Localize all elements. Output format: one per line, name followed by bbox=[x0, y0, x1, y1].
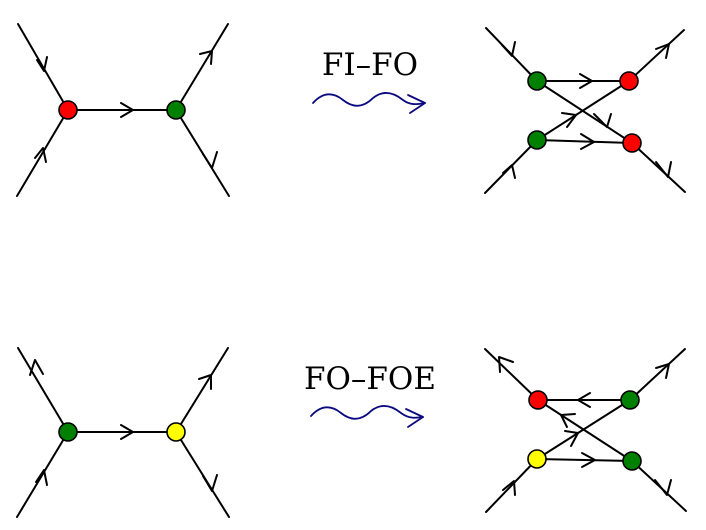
arrowhead bbox=[501, 41, 516, 57]
arrowhead bbox=[564, 430, 579, 447]
arrowhead bbox=[35, 469, 48, 486]
arrowhead bbox=[593, 113, 612, 128]
edge bbox=[628, 29, 685, 82]
node-red bbox=[528, 390, 548, 410]
arrowhead bbox=[579, 73, 593, 89]
edge bbox=[175, 347, 229, 433]
node-green bbox=[620, 390, 640, 410]
node-green bbox=[58, 422, 78, 442]
rule2-right-graph bbox=[484, 348, 687, 513]
rule2-left-graph bbox=[16, 347, 230, 518]
arrowhead bbox=[36, 56, 48, 72]
edge bbox=[536, 80, 633, 144]
edge bbox=[536, 80, 630, 141]
edge bbox=[536, 139, 633, 144]
arrowhead bbox=[655, 363, 670, 379]
rule1-right-graph bbox=[484, 27, 686, 194]
edge bbox=[16, 109, 69, 197]
edge bbox=[629, 348, 686, 401]
wavy-arrow-icon bbox=[312, 92, 426, 114]
arrowhead bbox=[581, 452, 596, 468]
arrowhead bbox=[202, 151, 218, 169]
node-green bbox=[527, 71, 547, 91]
rule-fo-foe: FO–FOE bbox=[16, 347, 687, 518]
arrowhead bbox=[29, 359, 44, 376]
arrowhead bbox=[580, 133, 595, 150]
node-yellow bbox=[527, 449, 547, 469]
node-red bbox=[622, 133, 642, 153]
rule1-left-graph bbox=[16, 23, 230, 197]
arrowhead bbox=[577, 392, 591, 408]
wavy-arrow-icon bbox=[310, 405, 424, 428]
arrowhead bbox=[199, 50, 213, 65]
node-green bbox=[166, 100, 186, 120]
arrowhead bbox=[120, 424, 134, 440]
edge bbox=[17, 347, 69, 433]
rule-fi-fo: FI–FO bbox=[16, 23, 686, 197]
arrowhead bbox=[655, 161, 672, 178]
edge bbox=[17, 23, 69, 111]
node-green bbox=[527, 130, 547, 150]
node-yellow bbox=[166, 422, 186, 442]
rule1-label: FI–FO bbox=[322, 47, 418, 83]
arrowhead bbox=[560, 413, 576, 428]
edge bbox=[175, 23, 229, 111]
node-green bbox=[622, 451, 642, 471]
arrowhead bbox=[120, 102, 134, 118]
arrowhead bbox=[198, 374, 212, 390]
edge bbox=[485, 458, 538, 513]
edge bbox=[484, 348, 539, 401]
node-red bbox=[619, 71, 639, 91]
arrowhead bbox=[502, 480, 516, 496]
arrowhead bbox=[561, 112, 577, 128]
edge bbox=[175, 431, 230, 518]
arrowhead bbox=[498, 356, 514, 373]
rule2-label: FO–FOE bbox=[304, 361, 436, 397]
node-red bbox=[58, 100, 78, 120]
edge bbox=[175, 109, 230, 197]
arrowhead bbox=[202, 474, 218, 492]
edge bbox=[16, 431, 69, 518]
arrowhead bbox=[502, 164, 516, 179]
arrowhead bbox=[34, 147, 47, 163]
edge bbox=[537, 399, 633, 462]
arrowhead bbox=[654, 479, 672, 496]
edge bbox=[631, 142, 686, 193]
edge bbox=[536, 458, 633, 462]
arrowhead bbox=[655, 43, 670, 59]
